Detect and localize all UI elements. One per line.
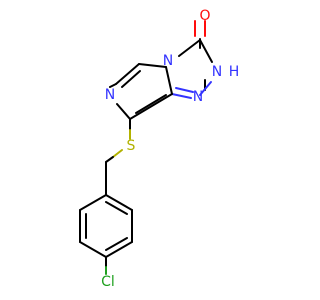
bond-ar4 [105, 241, 133, 258]
atom-labels: O N H N N N S Cl [101, 8, 239, 290]
bond-n4-c5 [138, 63, 167, 68]
bonds [79, 20, 213, 275]
bond-c5-c6-double [121, 70, 141, 88]
bond-ar6-double [105, 201, 128, 215]
nitrogen-bridge-label: N [163, 53, 173, 69]
nitrogen-triazole-label: N [193, 89, 203, 105]
bond-ar1 [79, 194, 107, 211]
bond-c5-c6 [115, 63, 140, 85]
molecule-svg: O N H N N N S Cl [79, 8, 239, 290]
bond-c8-c8a-double [135, 94, 167, 114]
nitrogen-nh-label: N [212, 64, 222, 80]
bond-c6-n7-stub [109, 83, 117, 88]
chlorine-label: Cl [101, 274, 115, 290]
sulfur-label: S [127, 138, 136, 154]
bond-s-ch2 [112, 149, 123, 158]
hydrogen-nh-label: H [229, 64, 240, 80]
bond-n1-c8a-double [175, 87, 194, 93]
bond-ar3 [79, 241, 107, 258]
bond-n2-n1 [199, 81, 212, 96]
bond-c3-n4 [178, 39, 201, 57]
bond-c8-c8a [129, 93, 173, 120]
oxygen-label: O [199, 8, 210, 24]
bond-ar6 [105, 194, 133, 211]
molecule-structure: O N H N N N S Cl [79, 8, 239, 290]
bond-n1-c8a [171, 93, 192, 99]
bond-c3-n2 [199, 39, 213, 63]
bond-s-ch2-black [105, 156, 114, 163]
bond-c8a-n4 [165, 66, 173, 95]
bond-ar4-double [105, 237, 128, 251]
nitrogen-pyrazine-label: N [105, 87, 115, 103]
bond-n7-c8 [116, 103, 131, 120]
